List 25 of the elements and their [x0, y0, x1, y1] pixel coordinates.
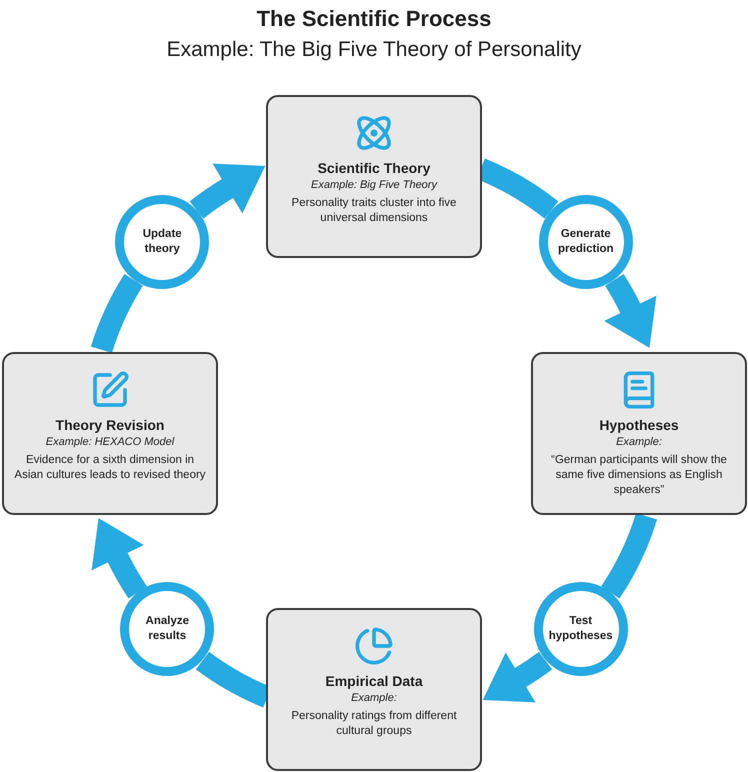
- stage-title: Empirical Data: [325, 672, 423, 690]
- stage-box: [266, 95, 482, 258]
- curved-arrow: [92, 518, 147, 598]
- curved-arrow: [483, 652, 552, 702]
- stage-title: Hypotheses: [599, 416, 679, 434]
- stage-description: Evidence for a sixth dimension in Asian cultures leads to revised theory: [13, 453, 207, 483]
- stage-description: Personality traits cluster into five universal dimensions: [290, 196, 458, 226]
- diagram-title: The Scientific Process: [256, 5, 492, 33]
- stage-box: [266, 608, 482, 771]
- step-label: Analyze results: [144, 614, 190, 644]
- stage-box: [531, 352, 747, 515]
- stage-description: Personality ratings from different cultural groups: [290, 709, 458, 739]
- diagram-subtitle: Example: The Big Five Theory of Personality: [166, 37, 582, 63]
- example-label: Example: HEXACO Model: [46, 435, 174, 450]
- example-label: Example:: [351, 691, 397, 706]
- stage-description: “German participants will show the same five dimensions as English speakers”: [550, 453, 728, 498]
- step-label: Test hypotheses: [548, 614, 613, 644]
- step-label: Generate prediction: [556, 227, 615, 258]
- example-label: Example: Big Five Theory: [311, 178, 437, 193]
- stage-title: Theory Revision: [56, 416, 164, 434]
- stage-box: [2, 352, 218, 515]
- stage-title: Scientific Theory: [318, 159, 430, 177]
- step-label: Update theory: [142, 227, 183, 258]
- example-label: Example:: [616, 435, 662, 450]
- curved-arrow: [604, 274, 656, 348]
